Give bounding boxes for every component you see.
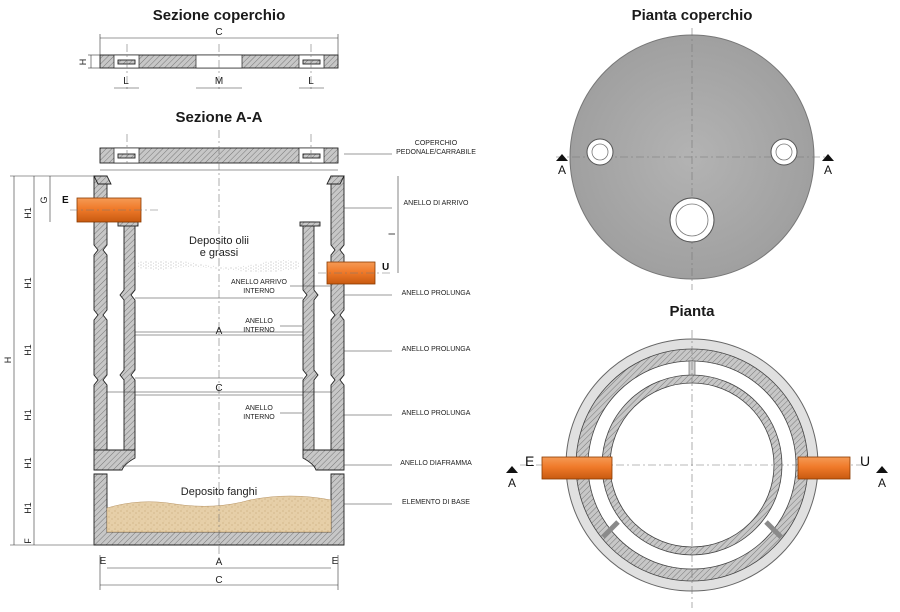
dim-h-total: H	[3, 357, 13, 364]
plan-drawing: E U A A	[506, 330, 888, 608]
dim-i: I	[387, 233, 397, 236]
section-aa-drawing: E U Deposito olii e grassi Deposito fang…	[3, 130, 399, 590]
cover-plan-drawing: A A	[556, 28, 834, 290]
inlet-label-plan: E	[525, 453, 534, 469]
dim-l-left: L	[123, 76, 129, 87]
sludge-label: Deposito fanghi	[181, 486, 257, 498]
dim-c-bottom: C	[215, 575, 222, 586]
dim-c-top: C	[215, 27, 222, 38]
dim-h1-3: H1	[23, 344, 33, 356]
callout-inlet-ring: ANELLO DI ARRIVO	[404, 200, 470, 207]
callout-diaphragm: ANELLO DIAFRAMMA	[400, 460, 472, 467]
dim-e-right: E	[332, 556, 339, 567]
title-cover-section: Sezione coperchio	[153, 7, 286, 24]
title-plan: Pianta	[669, 303, 715, 320]
dim-h1-2: H1	[23, 277, 33, 289]
cut-mark-plan-right: A	[878, 476, 886, 490]
outlet-label-plan: U	[860, 453, 870, 469]
dim-c-inner: C	[215, 383, 222, 394]
callout-cover-2: PEDONALE/CARRABILE	[396, 149, 476, 156]
oil-label-1: Deposito olii	[189, 235, 249, 247]
callout-extension-3: ANELLO PROLUNGA	[402, 410, 471, 417]
oil-label-2: e grassi	[200, 247, 239, 259]
title-section-aa: Sezione A-A	[176, 109, 263, 126]
cover-section-drawing: C H L M L	[78, 27, 339, 92]
inner-ring-1-label-2: INTERNO	[243, 327, 275, 334]
inner-ring-2-label-1: ANELLO	[245, 405, 273, 412]
title-cover-plan: Pianta coperchio	[632, 7, 753, 24]
dim-h-cover: H	[78, 59, 88, 66]
cut-mark-plan-left: A	[508, 476, 516, 490]
inner-ring-2-label-2: INTERNO	[243, 414, 275, 421]
dim-f: F	[23, 538, 33, 544]
dim-h1-1: H1	[23, 207, 33, 219]
cut-mark-cover-right: A	[824, 163, 832, 177]
dim-g: G	[39, 196, 49, 203]
inner-ring-1-label-1: ANELLO	[245, 318, 273, 325]
callouts: COPERCHIO PEDONALE/CARRABILE ANELLO DI A…	[344, 140, 476, 506]
dim-h1-5: H1	[23, 457, 33, 469]
callout-base: ELEMENTO DI BASE	[402, 499, 470, 506]
dim-h1-4: H1	[23, 409, 33, 421]
inner-inlet-ring-label-2: INTERNO	[243, 288, 275, 295]
callout-cover-1: COPERCHIO	[415, 140, 458, 147]
inner-inlet-ring-label-1: ANELLO ARRIVO	[231, 279, 288, 286]
dim-l-right: L	[308, 76, 314, 87]
cut-mark-cover-left: A	[558, 163, 566, 177]
dim-e-left: E	[100, 556, 107, 567]
inlet-label-section: E	[62, 195, 69, 206]
dim-h1-6: H1	[23, 502, 33, 514]
outlet-label-section: U	[382, 262, 389, 273]
dim-a-bottom: A	[216, 557, 223, 568]
dim-a-inner: A	[216, 326, 223, 337]
dim-m: M	[215, 76, 223, 87]
callout-extension-1: ANELLO PROLUNGA	[402, 290, 471, 297]
callout-extension-2: ANELLO PROLUNGA	[402, 346, 471, 353]
